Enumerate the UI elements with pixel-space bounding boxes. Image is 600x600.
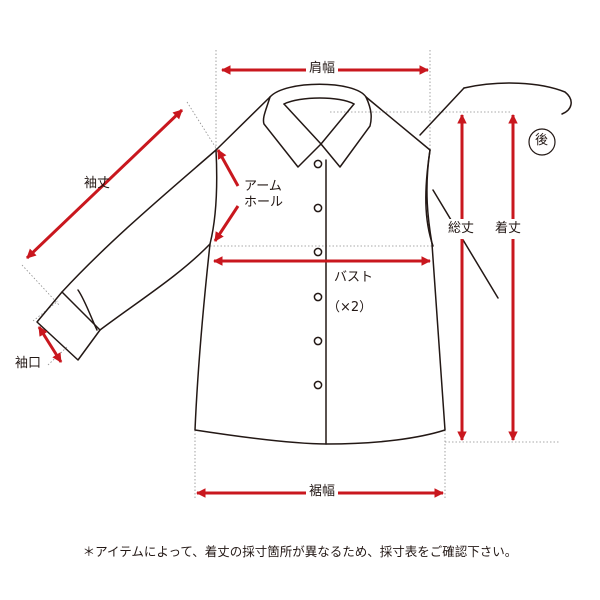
button <box>313 292 323 302</box>
body-length-label: 着丈 <box>495 219 522 239</box>
shirt-shoulder-right <box>365 96 431 151</box>
collar-band <box>269 83 367 98</box>
shirt-shoulder-left <box>215 96 271 151</box>
shirt-buttons <box>313 159 323 390</box>
back-shoulder <box>419 87 465 136</box>
button <box>313 380 323 390</box>
button <box>313 203 323 213</box>
guide-lines <box>21 50 560 500</box>
sleeve-cuff-seam <box>77 289 98 331</box>
shirt-front-outline <box>36 83 446 445</box>
sleeve-length-arrow <box>25 108 184 260</box>
back-sleeve <box>432 189 499 299</box>
armhole-label-line2: ホール <box>244 195 284 210</box>
bust-multiplier-label: （×2） <box>327 300 373 315</box>
collar-left-point <box>262 96 322 168</box>
armhole-arrow <box>216 149 240 187</box>
collar-right-point <box>320 96 372 168</box>
cuff-arrow <box>37 326 63 363</box>
measurement-note: ＊アイテムによって、着丈の採寸箇所が異なるため、採寸表をご確認下さい。 <box>82 544 518 559</box>
bust-label: バスト <box>334 270 374 285</box>
sleeve-length-label: 袖丈 <box>84 176 111 191</box>
button <box>313 247 323 257</box>
guide-sleeve-bottom <box>21 264 61 307</box>
sleeve-cuff <box>36 291 101 361</box>
measurement-arrows <box>25 65 518 498</box>
back-body-side <box>425 149 434 247</box>
cuff-label: 袖口 <box>15 356 42 371</box>
shirt-body <box>194 149 446 445</box>
back-collar-line <box>463 82 572 115</box>
back-marker-circle <box>528 128 556 156</box>
button <box>313 159 323 169</box>
hem-width-label: 裾幅 <box>306 484 339 500</box>
back-marker-label: 後 <box>535 133 549 148</box>
button <box>313 336 323 346</box>
guide-sleeve-top <box>186 101 217 149</box>
total-length-label: 総丈 <box>448 219 475 239</box>
armhole-label-line1: アーム <box>244 179 282 194</box>
shirt-back-outline <box>419 82 572 299</box>
armhole-arrow-lower <box>213 205 240 242</box>
shoulder-width-label: 肩幅 <box>306 61 339 77</box>
collar-inner-neck <box>283 97 355 105</box>
